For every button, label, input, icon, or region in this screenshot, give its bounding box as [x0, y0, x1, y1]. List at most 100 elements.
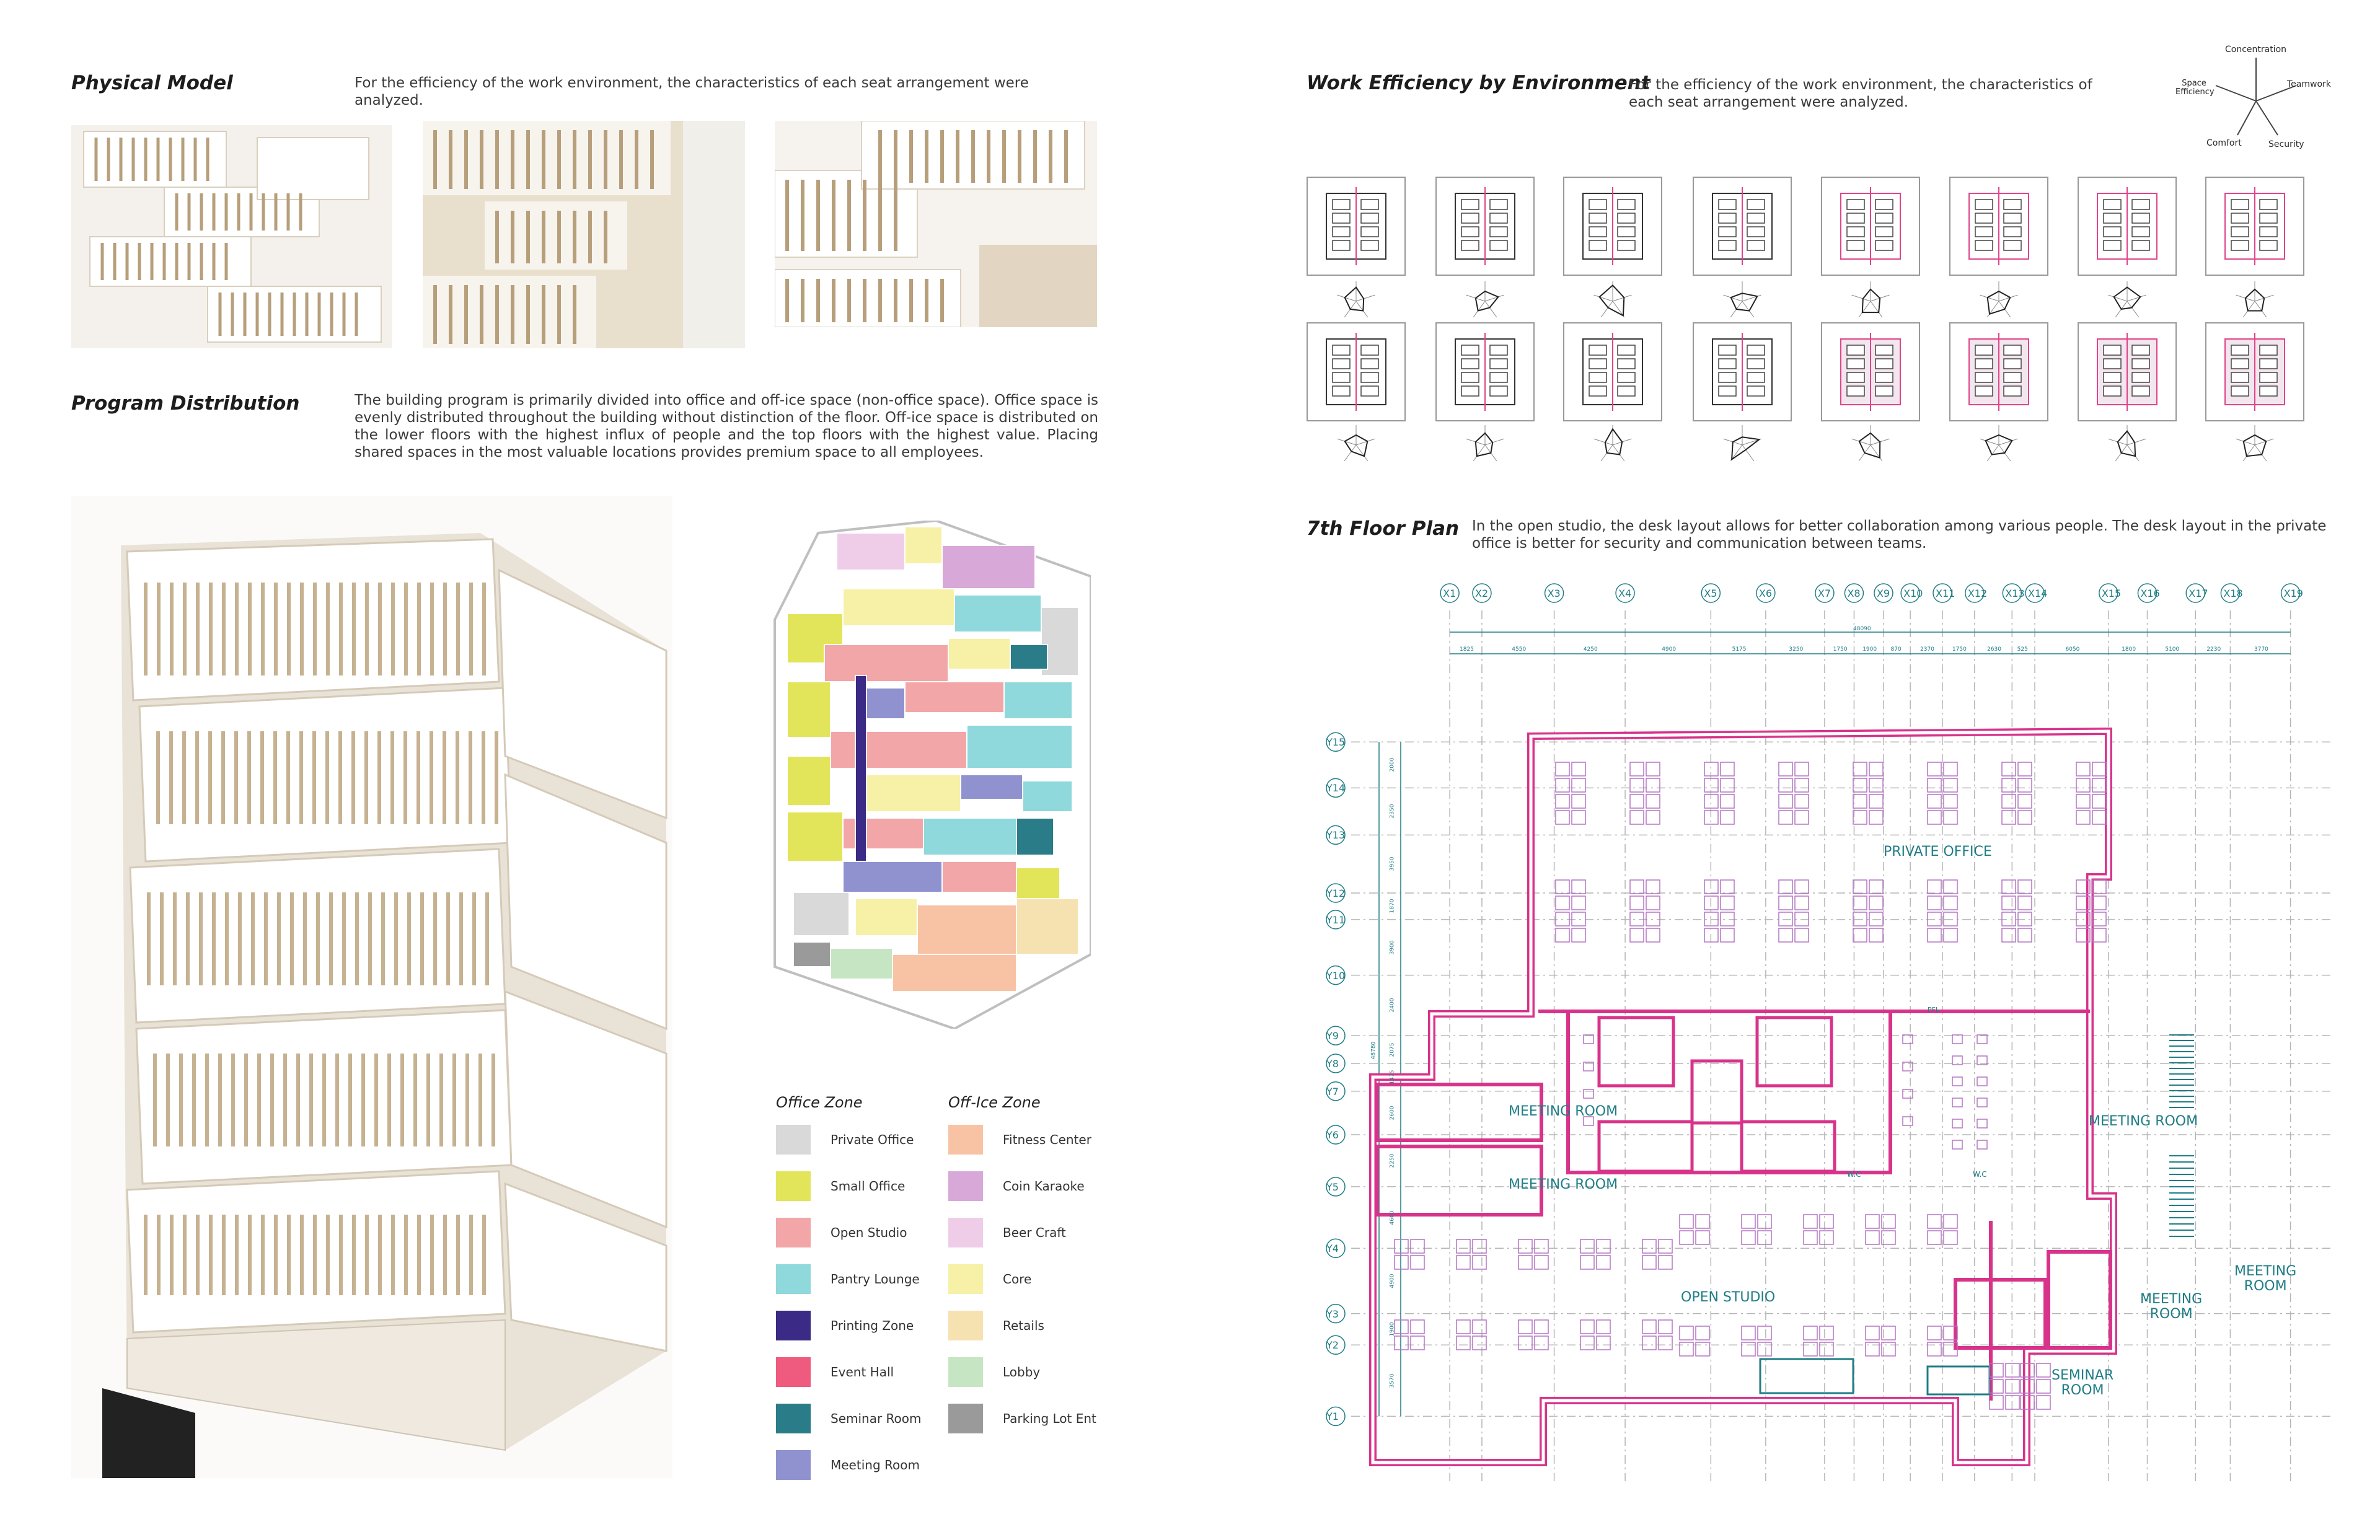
legend-item: Event Hall [776, 1357, 894, 1387]
legend-swatch [776, 1218, 811, 1247]
y-dimension: 3900 [1389, 940, 1396, 955]
grid-axis-y-label: Y12 [1326, 887, 1346, 899]
legend-item: Beer Craft [948, 1218, 1066, 1247]
grid-axis-x-label: X2 [1474, 587, 1489, 599]
efficiency-radar [1331, 278, 1381, 324]
x-dimension: 3250 [1789, 646, 1804, 653]
legend-swatch [776, 1450, 811, 1480]
x-dimension: 2370 [1920, 646, 1934, 653]
legend-item: Seminar Room [776, 1404, 922, 1433]
legend-label: Coin Karaoke [1003, 1179, 1085, 1194]
radar-label-right: Teamwork [2287, 79, 2331, 89]
legend-label: Seminar Room [831, 1411, 922, 1426]
legend-label: Core [1003, 1272, 1032, 1287]
grid-axis-x-label: X13 [2005, 587, 2025, 599]
seat-arrangement-card [2205, 177, 2304, 276]
legend-label: Parking Lot Ent [1003, 1411, 1096, 1426]
efficiency-radar [1331, 421, 1381, 468]
room-wc-2: W.C [1973, 1170, 1987, 1179]
y-dimension: 2250 [1389, 1153, 1396, 1168]
x-dimension: 6050 [2065, 646, 2080, 653]
seat-arrangement-card [2205, 322, 2304, 421]
legend-swatch [776, 1171, 811, 1201]
legend-swatch [776, 1311, 811, 1340]
x-dimension: 1900 [1862, 646, 1877, 653]
grid-axis-y-label: Y15 [1326, 736, 1346, 749]
seat-arrangement-card [1693, 177, 1792, 276]
grid-axis-y-label: Y10 [1326, 969, 1346, 982]
y-dimension: 2000 [1389, 757, 1396, 772]
x-dimension: 4900 [1662, 646, 1677, 653]
grid-axis-x-label: X11 [1936, 587, 1955, 599]
legend-item: Coin Karaoke [948, 1171, 1085, 1201]
efficiency-radar [1588, 421, 1637, 468]
y-dimension: 1900 [1389, 1322, 1396, 1337]
grid-axis-x-label: X5 [1704, 587, 1717, 599]
legend-label: Retails [1003, 1318, 1044, 1333]
physical-model-title: Physical Model [71, 72, 233, 94]
legend-swatch [776, 1264, 811, 1294]
efficiency-radar [1974, 421, 2024, 468]
grid-axis-y-label: Y3 [1326, 1308, 1339, 1320]
grid-axis-x-label: X18 [2223, 587, 2243, 599]
legend-item: Open Studio [776, 1218, 907, 1247]
seat-arrangement-card [2078, 177, 2177, 276]
office-zone-title: Off-Ice Zone [948, 1094, 1041, 1111]
x-dimension: 870 [1890, 646, 1902, 653]
efficiency-radar [2230, 421, 2280, 468]
efficiency-radar [1460, 421, 1510, 468]
total-dimension: 48090 [1853, 626, 1871, 632]
room-pfl: PFL [1928, 1006, 1940, 1014]
legend-label: Pantry Lounge [831, 1272, 920, 1287]
grid-axis-x-label: X10 [1903, 587, 1923, 599]
x-dimension: 1750 [1833, 646, 1848, 653]
physical-model-text: For the efficiency of the work environme… [355, 75, 1029, 108]
grid-axis-y-label: Y1 [1326, 1410, 1339, 1423]
legend-label: Beer Craft [1003, 1225, 1066, 1240]
room-meeting-3: MEETING ROOM [2089, 1114, 2198, 1129]
y-dimension: 4600 [1389, 1210, 1396, 1225]
work-efficiency-text: For the efficiency of the work environme… [1629, 77, 2092, 110]
seat-arrangement-card [1435, 322, 1535, 421]
x-dimension: 2230 [2206, 646, 2221, 653]
room-meeting-1: MEETING ROOM [1509, 1104, 1618, 1119]
x-dimension: 4550 [1512, 646, 1527, 653]
seat-arrangement-card [1435, 177, 1535, 276]
grid-axis-x-label: X4 [1618, 587, 1632, 599]
legend-item: Meeting Room [776, 1450, 920, 1480]
legend-swatch [776, 1404, 811, 1433]
grid-axis-y-label: Y6 [1326, 1129, 1339, 1141]
floor-plan-text: In the open studio, the desk layout allo… [1472, 518, 2327, 552]
model-photo-1 [71, 125, 392, 348]
y-dimension: 3950 [1389, 856, 1396, 871]
grid-axis-y-label: Y14 [1326, 782, 1346, 794]
x-dimension: 2630 [1987, 646, 2001, 653]
grid-axis-x-label: X1 [1443, 587, 1457, 599]
legend-label: Printing Zone [831, 1318, 914, 1333]
y-dimension: 1870 [1389, 899, 1396, 913]
legend-swatch [948, 1218, 983, 1247]
floor-plan-title: 7th Floor Plan [1307, 517, 1460, 540]
seat-arrangement-card [1949, 177, 2048, 276]
legend-label: Lobby [1003, 1365, 1041, 1379]
seat-arrangement-card [1307, 322, 1406, 421]
grid-axis-y-label: Y5 [1326, 1181, 1339, 1193]
y-total-dimension: 48780 [1370, 1041, 1377, 1060]
seat-arrangement-card [1307, 177, 1406, 276]
grid-axis-x-label: X8 [1847, 587, 1861, 599]
grid-axis-x-label: X9 [1876, 587, 1890, 599]
x-dimension: 5100 [2165, 646, 2180, 653]
legend-swatch [948, 1264, 983, 1294]
y-dimension: 4900 [1389, 1274, 1396, 1288]
y-dimension: 3570 [1389, 1373, 1396, 1388]
efficiency-radar [1846, 421, 1895, 468]
program-distribution-text: The building program is primarily divide… [355, 392, 1098, 460]
model-photo-3 [775, 121, 1097, 327]
seat-arrangement-card [1563, 322, 1662, 421]
grid-axis-y-label: Y13 [1326, 829, 1346, 842]
legend-item: Parking Lot Ent [948, 1404, 1096, 1433]
room-wc-1: W.C [1847, 1170, 1861, 1179]
legend-swatch [948, 1311, 983, 1340]
